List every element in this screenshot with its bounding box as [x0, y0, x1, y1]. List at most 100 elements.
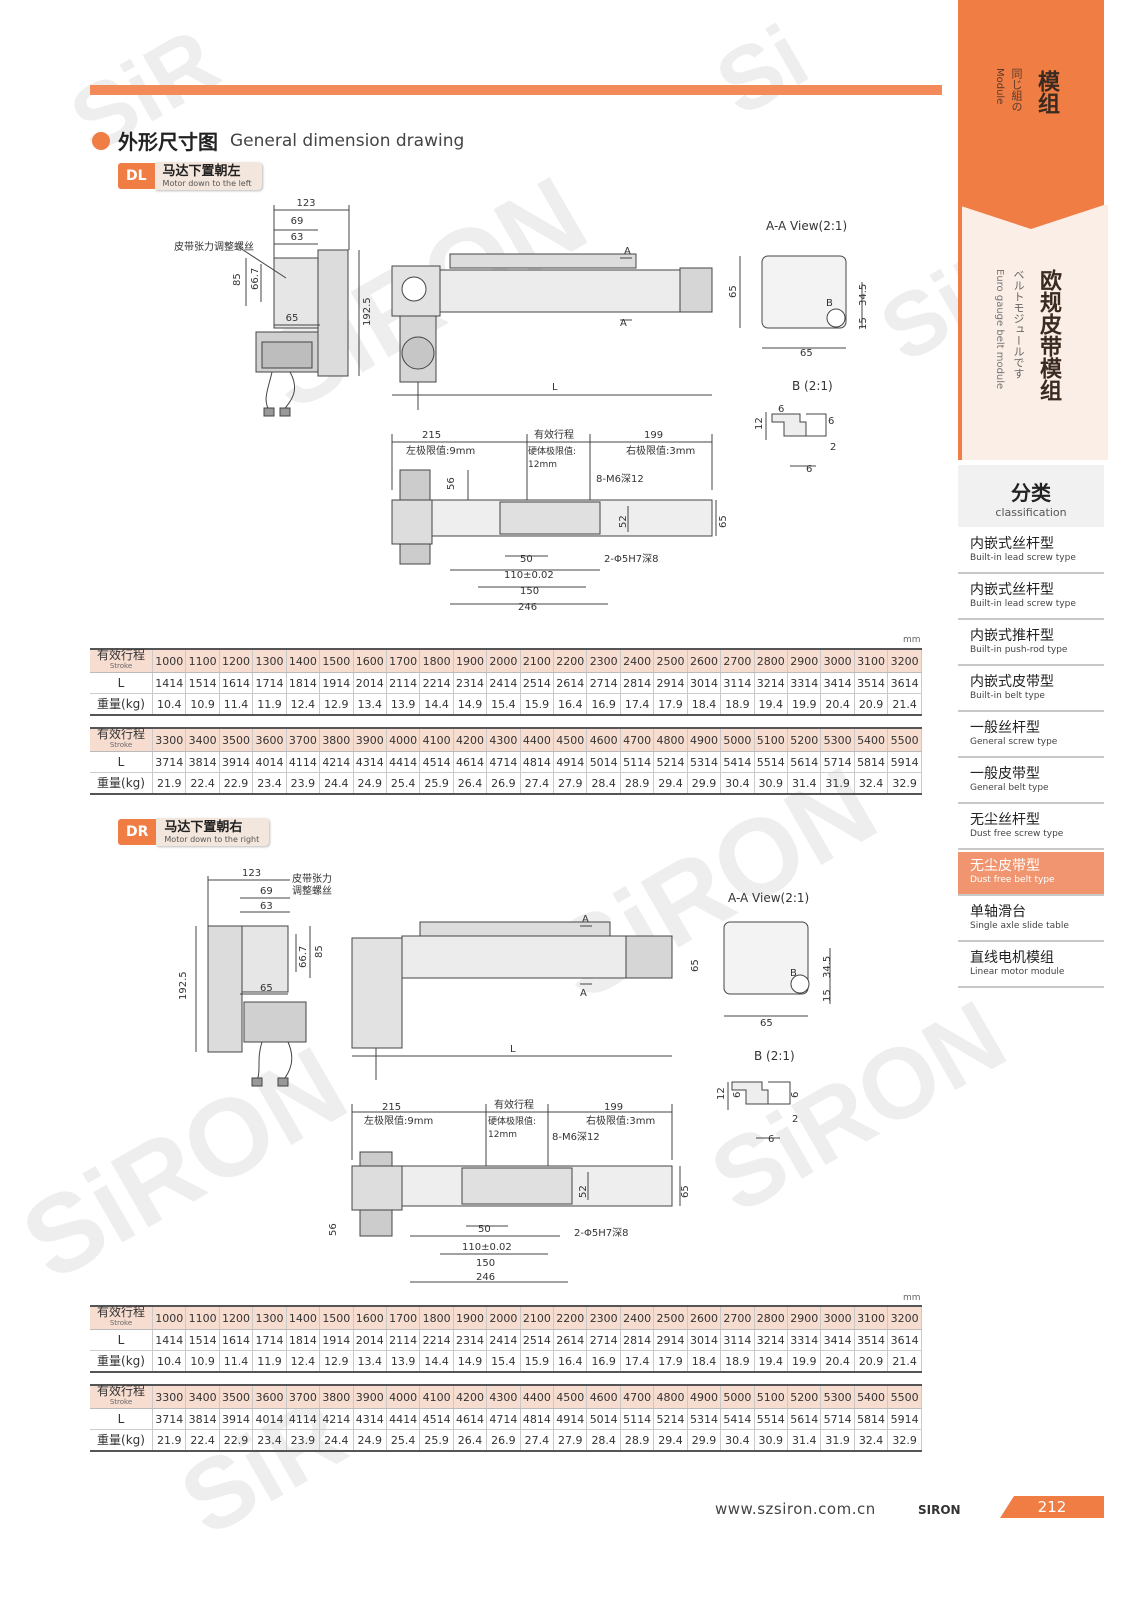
table-cell: 11.9 — [252, 693, 287, 716]
nav-item-zh: 直线电机模组 — [970, 950, 1054, 966]
module-tab-en: Module — [994, 68, 1005, 105]
table-cell: 21.9 — [152, 1429, 187, 1452]
table-cell: 2414 — [486, 1329, 521, 1351]
table-cell: 3314 — [787, 672, 822, 694]
table-cell: 3714 — [152, 751, 187, 773]
table-cell: 30.4 — [720, 772, 755, 795]
table-cell: 4100 — [419, 727, 454, 752]
table-cell: 3114 — [720, 1329, 755, 1351]
table-cell: 1200 — [219, 1305, 254, 1330]
table-cell: 3900 — [353, 727, 387, 752]
table-cell: 3900 — [353, 1384, 387, 1409]
table-cell: 12.4 — [286, 1350, 321, 1373]
dim-label: 65 — [718, 515, 729, 528]
table-cell: 2100 — [520, 648, 555, 673]
table-cell: 1300 — [252, 1305, 287, 1330]
table-cell: 1100 — [185, 1305, 220, 1330]
table-cell: 5214 — [653, 1408, 688, 1430]
table-cell: 4000 — [386, 1384, 421, 1409]
dim-label: 65 — [286, 313, 299, 324]
table-cell: 19.9 — [787, 693, 822, 716]
table-cell: 4414 — [386, 1408, 421, 1430]
variant-title-zh: 马达下置朝右 — [164, 820, 243, 835]
row-header: L — [90, 1408, 153, 1430]
table-cell: 1814 — [286, 672, 321, 694]
dim-label: 65 — [680, 1185, 691, 1198]
limit-label: 右极限值:3mm — [626, 444, 695, 457]
table-cell: 2814 — [620, 672, 655, 694]
table-cell: 22.4 — [185, 772, 220, 795]
table-cell: 4100 — [419, 1384, 454, 1409]
nav-item-en: General screw type — [970, 737, 1058, 747]
table-cell: 17.9 — [653, 693, 688, 716]
dim-label: 6 — [768, 1134, 774, 1145]
dim-label: 110±0.02 — [462, 1242, 512, 1253]
table-cell: 3314 — [787, 1329, 822, 1351]
table-cell: 21.4 — [887, 1350, 922, 1373]
table-cell: 11.4 — [219, 1350, 254, 1373]
table-cell: 18.9 — [720, 693, 755, 716]
module-tab-zh: 模组 — [1034, 70, 1059, 114]
table-cell: 15.9 — [520, 693, 555, 716]
table-cell: 2500 — [653, 1305, 688, 1330]
limit-label: 左极限值:9mm — [406, 444, 475, 457]
table-cell: 5914 — [887, 1408, 922, 1430]
table-cell: 2800 — [754, 1305, 789, 1330]
footer-url[interactable]: www.szsiron.com.cn — [715, 1500, 876, 1518]
table-cell: 4214 — [319, 751, 354, 773]
table-cell: 17.4 — [620, 1350, 655, 1373]
table-cell: 2214 — [419, 672, 454, 694]
table-cell: 3514 — [854, 1329, 889, 1351]
table-cell: 2600 — [687, 1305, 722, 1330]
dim-label: 66.7 — [250, 268, 261, 290]
variant-title-en: Motor down to the left — [162, 179, 252, 188]
variant-title-zh: 马达下置朝左 — [162, 164, 241, 179]
table-cell: 4800 — [653, 727, 688, 752]
table-cell: 4614 — [453, 1408, 488, 1430]
table-cell: 4400 — [520, 727, 555, 752]
nav-item-zh: 内嵌式丝杆型 — [970, 582, 1054, 598]
table-cell: 29.9 — [687, 1429, 722, 1452]
section-marker: A — [582, 914, 589, 925]
table-cell: 22.9 — [219, 1429, 254, 1452]
table-cell: 2914 — [653, 1329, 688, 1351]
table-cell: 2000 — [486, 648, 521, 673]
dim-label: 12 — [754, 417, 765, 430]
table-cell: 12.4 — [286, 693, 321, 716]
section-title-en: General dimension drawing — [230, 130, 465, 151]
table-cell: 2114 — [386, 672, 421, 694]
row-header: L — [90, 751, 153, 773]
classification-zh: 分类 — [1011, 481, 1051, 505]
table-cell: 30.9 — [754, 1429, 789, 1452]
nav-item-en: Dust free screw type — [970, 829, 1064, 839]
table-cell: 23.9 — [286, 772, 321, 795]
row-header-en: Stroke — [109, 1398, 133, 1406]
module-tab: 模组 同じ組の Module — [958, 0, 1104, 205]
limit-label: 12mm — [488, 1130, 517, 1140]
dim-label: 192.5 — [362, 297, 373, 326]
table-cell: 2600 — [687, 648, 722, 673]
table-cell: 1400 — [286, 648, 321, 673]
dim-label: 199 — [644, 430, 663, 441]
table-cell: 2214 — [419, 1329, 454, 1351]
table-cell: 1614 — [219, 672, 254, 694]
dim-label: 63 — [260, 901, 273, 912]
table-cell: 1614 — [219, 1329, 254, 1351]
table-cell: 2614 — [553, 1329, 588, 1351]
table-cell: 5114 — [620, 1408, 655, 1430]
table-cell: 12.9 — [319, 1350, 354, 1373]
